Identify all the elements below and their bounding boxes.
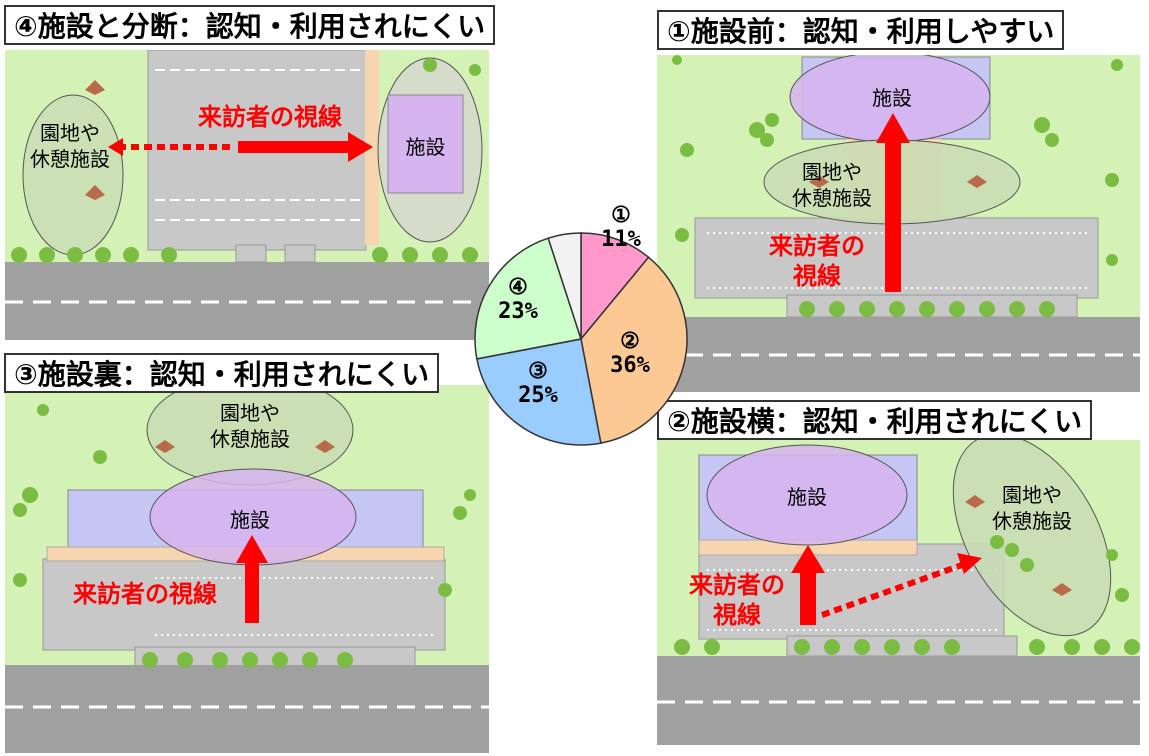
p2-park-line1: 園地や [1002,483,1062,507]
pie-label-4-num: ④ [508,275,528,300]
p2-sight-label: 来訪者の 視線 [677,570,797,630]
panel-4-map [5,50,489,340]
p1-park-line2: 休憩施設 [792,186,872,210]
p2-facility-label: 施設 [787,485,827,509]
pie-label-2: ② 36% [585,330,675,378]
panel-2-map [657,440,1140,745]
p3-sight-label: 来訪者の視線 [73,580,217,608]
p2-title: ②施設横：認知・利用されにくい [657,400,1093,440]
pie-label-4-value: 23% [498,299,538,324]
pie-chart: ① 11% ② 36% ③ 25% ④ 23% [463,204,697,458]
p1-park-label: 園地や 休憩施設 [787,159,877,211]
p3-title: ③施設裏：認知・利用されにくい [4,353,440,393]
p1-title: ①施設前：認知・利用しやすい [657,10,1065,50]
p3-park-line1: 園地や [220,401,280,425]
panel-3-map [5,385,489,753]
p4-park-line1: 園地や [40,121,100,145]
pie-label-2-num: ② [620,329,640,354]
p4-sight-label: 来訪者の視線 [198,103,342,131]
p1-sight-line1: 来訪者の [769,232,865,260]
p1-facility-label: 施設 [872,86,912,110]
pie-label-3-value: 25% [518,383,558,408]
p1-park-line1: 園地や [802,160,862,184]
pie-label-4: ④ 23% [473,276,563,324]
pie-svg [474,232,688,446]
p3-park-line2: 休憩施設 [210,427,290,451]
pie-label-1-value: 11% [601,227,641,252]
pie-label-1: ① 11% [581,204,661,252]
p4-park-label: 園地や 休憩施設 [15,120,125,172]
panel-2: 施設 園地や 休憩施設 来訪者の 視線 [657,440,1140,745]
p2-sight-line2: 視線 [713,601,761,629]
p4-facility-label: 施設 [405,135,446,159]
pie-slice-2 [580,256,688,445]
pie-slice-4 [474,237,582,360]
panel-1-map [657,55,1140,392]
pie-label-1-num: ① [611,203,631,228]
panel-3: 園地や 休憩施設 施設 来訪者の視線 [5,385,489,753]
p3-facility-label: 施設 [230,508,270,532]
pie-label-3-num: ③ [528,359,548,384]
p2-park-line2: 休憩施設 [992,509,1072,533]
p1-sight-line2: 視線 [793,262,841,290]
p2-sight-line1: 来訪者の [689,571,785,599]
p4-title: ④施設と分断：認知・利用されにくい [4,5,496,45]
panel-4: 園地や 休憩施設 施設 来訪者の視線 [5,50,489,340]
p3-park-label: 園地や 休憩施設 [195,400,305,452]
pie-slice-5 [547,232,582,340]
pie-label-2-value: 36% [610,353,650,378]
p1-sight-label: 来訪者の 視線 [752,231,882,291]
p4-park-line2: 休憩施設 [30,147,110,171]
p2-park-label: 園地や 休憩施設 [977,482,1087,534]
pie-slice-1 [580,232,650,342]
panel-1: 施設 園地や 休憩施設 来訪者の 視線 [657,55,1140,392]
pie-slice-3 [475,338,602,446]
pie-label-3: ③ 25% [493,360,583,408]
